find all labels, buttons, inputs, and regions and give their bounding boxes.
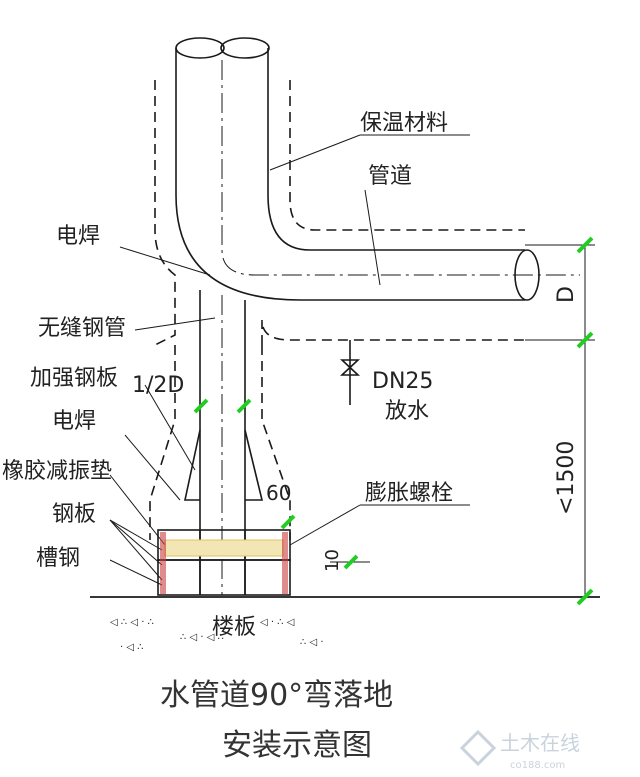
label-dn25: DN25 [372, 369, 433, 394]
watermark: 土木在线 co188.com [459, 729, 580, 771]
title-line-1: 水管道90°弯落地 [160, 678, 393, 713]
label-rubber-pad: 橡胶减振垫 [2, 459, 112, 484]
title-line-2: 安装示意图 [222, 728, 372, 763]
watermark-logo-icon [459, 729, 497, 767]
label-weld-bottom: 电焊 [52, 409, 96, 434]
label-expansion-bolt: 膨胀螺栓 [365, 481, 453, 506]
floor-slab-texture: ◁ ∴ ◁ · ∴ ∴ ◁ · ◁ ∴ ◁ · ∴ ◁ ∴ ◁ · · ◁ ∴ [110, 617, 324, 653]
label-dim-d: D [554, 286, 579, 303]
watermark-sub: co188.com [510, 760, 565, 771]
label-weld-top: 电焊 [56, 224, 100, 249]
rubber-pad-hatch [160, 532, 288, 594]
svg-text:· ◁ ∴: · ◁ ∴ [120, 642, 144, 653]
dimension-ticks [193, 236, 594, 606]
pipe-geometry [90, 37, 600, 598]
label-angle-60: 60 [266, 481, 291, 505]
label-pipe: 管道 [368, 164, 412, 189]
label-insulation: 保温材料 [360, 111, 448, 136]
label-drain: 放水 [385, 399, 429, 424]
label-reinforcing-plate: 加强钢板 [30, 366, 118, 391]
label-steel-plate: 钢板 [52, 502, 96, 527]
label-half-d: 1/2D [132, 373, 184, 398]
label-seamless-pipe: 无缝钢管 [38, 316, 126, 341]
label-dim-1500: <1500 [554, 441, 579, 515]
svg-text:∴ ◁ ·: ∴ ◁ · [300, 637, 324, 648]
watermark-text: 土木在线 [500, 731, 580, 755]
svg-text:∴ ◁ · ◁ ∴: ∴ ◁ · ◁ ∴ [180, 632, 224, 643]
label-dim-10: 10 [322, 549, 343, 572]
label-floor-slab: 楼板 [212, 615, 256, 640]
svg-text:◁ · ∴ ◁: ◁ · ∴ ◁ [260, 617, 295, 628]
svg-text:◁ ∴ ◁ · ∴: ◁ ∴ ◁ · ∴ [110, 617, 154, 628]
label-channel-steel: 槽钢 [36, 546, 80, 571]
